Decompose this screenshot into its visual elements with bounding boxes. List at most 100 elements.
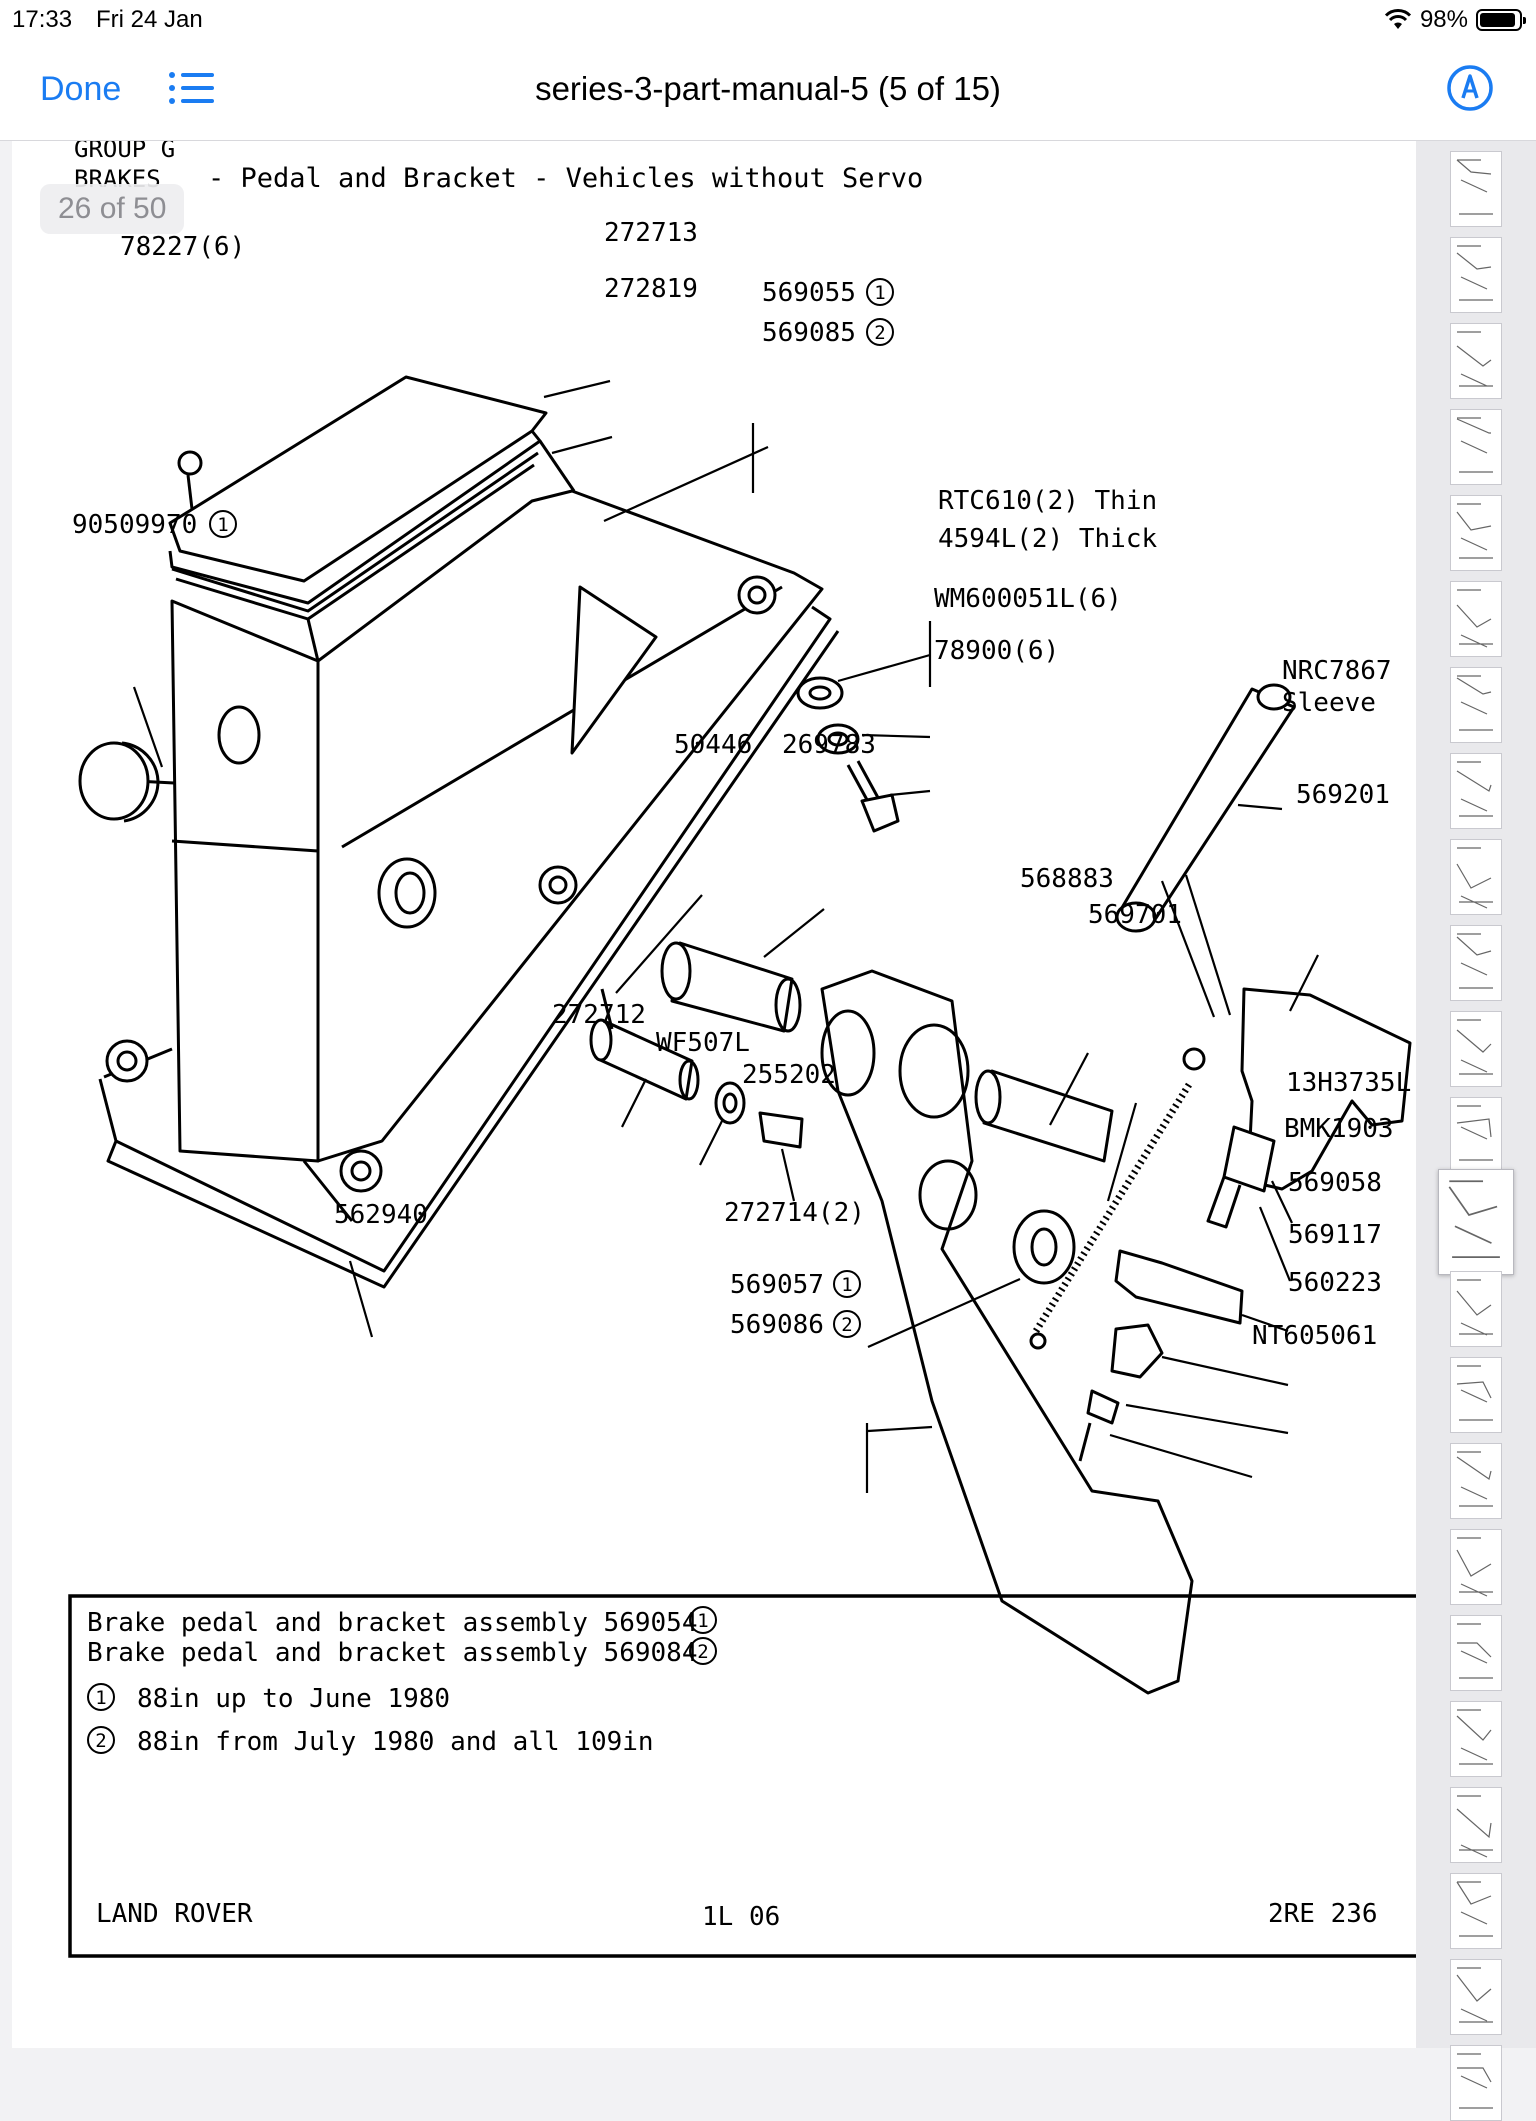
marker-1-569054: 1: [697, 1610, 708, 1632]
page-thumbnail[interactable]: [1450, 323, 1502, 399]
page-thumbnail[interactable]: [1450, 1271, 1502, 1347]
page-thumbnail[interactable]: [1450, 151, 1502, 227]
note-1: 88in up to June 1980: [137, 1684, 450, 1714]
marker-1-note: 1: [95, 1687, 106, 1709]
thumbnail-sketch: [1456, 589, 1493, 648]
callout-269783: 269783: [782, 730, 876, 760]
callout-569117: 569117: [1288, 1220, 1382, 1250]
thumbnail-sketch: [1456, 159, 1493, 215]
thumbnail-sketch: [1456, 1365, 1493, 1421]
markup-pen-icon[interactable]: [1446, 64, 1494, 112]
footer-right: 2RE 236: [1268, 1899, 1378, 1929]
callout-569058: 569058: [1288, 1168, 1382, 1198]
page-thumbnail[interactable]: [1450, 409, 1502, 485]
callout-13h3735l: 13H3735L: [1286, 1068, 1411, 1098]
list-icon[interactable]: [168, 70, 216, 106]
footer-left: LAND ROVER: [96, 1899, 253, 1929]
page-thumbnail[interactable]: [1450, 581, 1502, 657]
marker-2-note: 2: [95, 1730, 106, 1752]
page-thumbnail-selected[interactable]: [1438, 1169, 1514, 1275]
callout-569085: 569085: [762, 318, 856, 348]
thumbnail-sketch: [1456, 331, 1493, 387]
marker-1-569057: 1: [841, 1274, 852, 1296]
nav-bar: Done series-3-part-manual-5 (5 of 15): [0, 40, 1536, 141]
marker-2-569086: 2: [841, 1314, 852, 1336]
thumbnail-sketch: [1456, 1709, 1493, 1765]
callout-90509970: 90509970: [72, 510, 197, 540]
thumbnail-sketch: [1456, 417, 1493, 473]
marker-1-569055: 1: [874, 282, 885, 304]
assembly-line-1: Brake pedal and bracket assembly 569054: [87, 1608, 697, 1638]
page-thumbnail[interactable]: [1450, 667, 1502, 743]
status-date: Fri 24 Jan: [96, 6, 203, 33]
thumbnail-sketch: [1456, 1881, 1493, 1937]
note-2: 88in from July 1980 and all 109in: [137, 1727, 654, 1757]
page-thumbnail[interactable]: [1450, 1701, 1502, 1777]
callout-560223: 560223: [1288, 1268, 1382, 1298]
callout-569086: 569086: [730, 1310, 824, 1340]
battery-icon: [1476, 9, 1526, 31]
thumbnail-sidebar[interactable]: [1416, 141, 1536, 2121]
callout-nt605061: NT605061: [1252, 1321, 1377, 1351]
thumbnail-sketch: [1456, 847, 1493, 909]
thumbnail-sketch: [1448, 1180, 1500, 1258]
document-page[interactable]: GROUP G BRAKES - Pedal and Bracket - Veh…: [12, 135, 1424, 2048]
callout-bmk1903: BMK1903: [1284, 1114, 1394, 1144]
callout-78900: 78900(6): [934, 636, 1059, 666]
callout-255202: 255202: [742, 1060, 836, 1090]
page-thumbnail[interactable]: [1450, 1873, 1502, 1949]
page-thumbnail[interactable]: [1450, 1529, 1502, 1605]
parts-diagram: GROUP G BRAKES - Pedal and Bracket - Veh…: [68, 135, 1424, 1958]
thumbnail-sketch: [1457, 2053, 1493, 2109]
callout-569057: 569057: [730, 1270, 824, 1300]
callout-4594l: 4594L(2) Thick: [938, 524, 1157, 554]
page-thumbnail[interactable]: [1450, 1443, 1502, 1519]
page-thumbnail[interactable]: [1450, 1959, 1502, 2035]
callout-sleeve: Sleeve: [1282, 688, 1376, 718]
status-bar: 17:33 Fri 24 Jan 98%: [0, 0, 1536, 40]
document-title: series-3-part-manual-5 (5 of 15): [535, 70, 1001, 107]
wifi-icon: [1384, 9, 1412, 29]
thumbnail-sketch: [1456, 1105, 1493, 1161]
thumbnail-sketch: [1456, 761, 1493, 817]
callout-272819: 272819: [604, 274, 698, 304]
page-thumbnail[interactable]: [1450, 925, 1502, 1001]
thumbnail-sketch: [1456, 675, 1493, 731]
page-thumbnail[interactable]: [1450, 495, 1502, 571]
footer-center: 1L 06: [702, 1902, 780, 1932]
thumbnail-sketch: [1456, 245, 1493, 301]
thumbnail-sketch: [1456, 1279, 1493, 1336]
callout-wm600051l: WM600051L(6): [934, 584, 1122, 614]
thumbnail-sketch: [1456, 1019, 1493, 1075]
callout-562940: 562940: [334, 1200, 428, 1230]
callout-272712: 272712: [552, 1000, 646, 1030]
callout-nrc7867: NRC7867: [1282, 656, 1392, 686]
page-thumbnail[interactable]: [1450, 237, 1502, 313]
page-thumbnail[interactable]: [1450, 839, 1502, 915]
thumbnail-sketch: [1456, 1967, 1493, 2023]
callout-wf507l: WF507L: [656, 1028, 750, 1058]
thumbnail-sketch: [1456, 1451, 1493, 1507]
callout-272714: 272714(2): [724, 1198, 865, 1228]
marker-2-569085: 2: [874, 322, 885, 344]
thumbnail-sketch: [1457, 1623, 1493, 1679]
thumbnail-sketch: [1456, 1795, 1493, 1858]
page-thumbnail[interactable]: [1450, 1097, 1502, 1173]
done-button[interactable]: Done: [40, 70, 122, 108]
page-heading: - Pedal and Bracket - Vehicles without S…: [208, 163, 923, 194]
marker-1-90509970: 1: [217, 514, 228, 536]
page-thumbnail[interactable]: [1450, 753, 1502, 829]
thumbnail-sketch: [1456, 503, 1493, 559]
callout-rtc610: RTC610(2) Thin: [938, 486, 1157, 516]
marker-2-569084: 2: [697, 1641, 708, 1663]
callout-50446: 50446: [674, 730, 752, 760]
page-thumbnail[interactable]: [1450, 1615, 1502, 1691]
page-counter: 26 of 50: [40, 184, 185, 234]
page-thumbnail[interactable]: [1450, 1011, 1502, 1087]
page-thumbnail[interactable]: [1450, 1787, 1502, 1863]
page-thumbnail[interactable]: [1450, 1357, 1502, 1433]
status-time: 17:33: [12, 6, 73, 33]
callout-78227: 78227(6): [120, 232, 245, 262]
page-thumbnail[interactable]: [1450, 2045, 1502, 2121]
group-label: GROUP G: [74, 141, 175, 163]
